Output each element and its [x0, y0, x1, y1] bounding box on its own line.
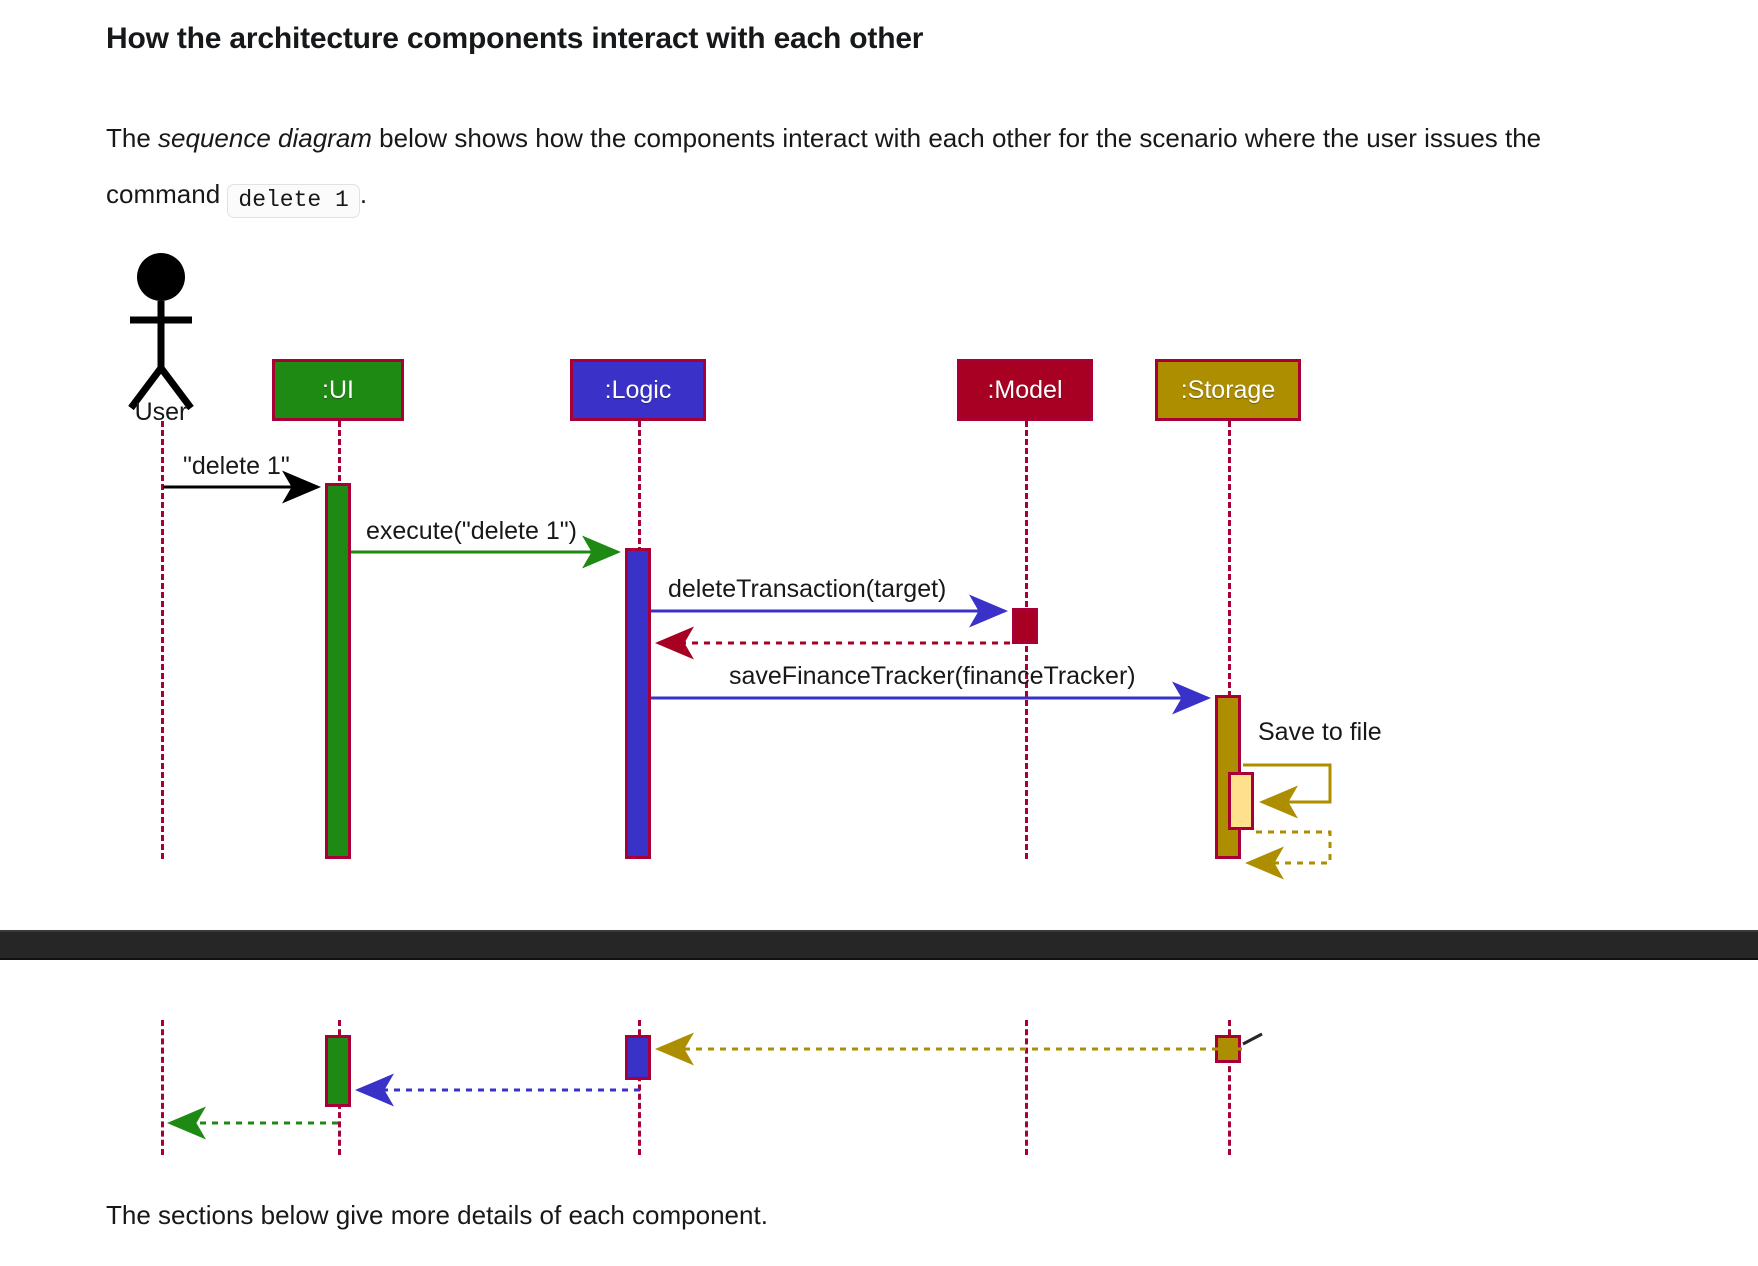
lifeline-ui-cont [338, 1020, 341, 1155]
activation-ui [325, 483, 351, 859]
lifeline-model [1025, 421, 1028, 859]
message-label-save-to-file: Save to file [1258, 718, 1382, 746]
activation-ui-cont [325, 1035, 351, 1107]
paragraph-part-3: . [359, 179, 368, 209]
message-label-save-finance-tracker: saveFinanceTracker(financeTracker) [729, 662, 1136, 690]
activation-storage-nested [1228, 772, 1254, 830]
paragraph-italic-term: sequence diagram [158, 123, 372, 153]
intro-paragraph: The sequence diagram below shows how the… [106, 110, 1636, 222]
lifeline-logic-cont [638, 1020, 641, 1155]
participant-box-logic[interactable]: :Logic [570, 359, 706, 421]
lifeline-model-cont [1025, 1020, 1028, 1155]
participant-box-storage[interactable]: :Storage [1155, 359, 1301, 421]
paragraph-part-1: The [106, 123, 159, 153]
message-label-execute: execute("delete 1") [366, 517, 577, 545]
lifeline-storage-cont [1228, 1020, 1231, 1155]
lifeline-logic [638, 421, 641, 859]
activation-storage [1215, 695, 1241, 859]
section-divider [0, 930, 1758, 960]
participant-box-model[interactable]: :Model [957, 359, 1093, 421]
message-label-delete-1: "delete 1" [183, 452, 290, 480]
paragraph-part-2: below shows how the components interact … [106, 123, 1542, 209]
lifeline-user-cont [161, 1020, 164, 1155]
actor-label-user: User [134, 398, 188, 426]
message-label-delete-transaction: deleteTransaction(target) [668, 575, 947, 603]
inline-code-command: delete 1 [227, 184, 360, 219]
activation-storage-cont [1215, 1035, 1241, 1063]
activation-logic [625, 548, 651, 859]
lifeline-ui [338, 421, 341, 859]
lifeline-storage [1228, 421, 1231, 859]
page-title: How the architecture components interact… [106, 22, 924, 55]
activation-model [1012, 608, 1038, 644]
lifeline-user [161, 421, 164, 859]
closing-sentence: The sections below give more details of … [106, 1200, 768, 1230]
activation-logic-cont [625, 1035, 651, 1080]
participant-box-ui[interactable]: :UI [272, 359, 404, 421]
